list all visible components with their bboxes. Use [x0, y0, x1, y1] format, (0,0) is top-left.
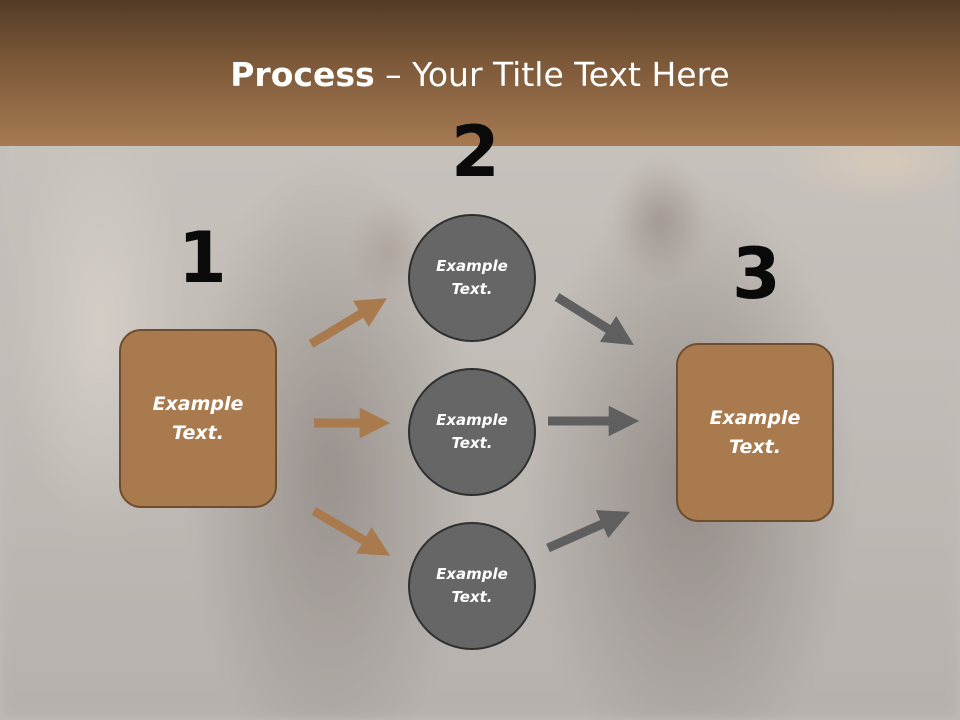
circle-label-1: Example Text.: [436, 257, 508, 298]
arrow-circle-1-to-end: [554, 293, 634, 346]
end-box: Example Text.: [676, 343, 834, 522]
step-number-2: 2: [451, 111, 500, 193]
circle-label-3: Example Text.: [436, 565, 508, 606]
title-bold: Process: [230, 55, 375, 94]
slide-title: Process – Your Title Text Here: [0, 54, 960, 96]
end-box-label: Example Text.: [709, 406, 801, 458]
circle-step-3: Example Text.: [408, 522, 536, 650]
circle-step-2: Example Text.: [408, 368, 536, 496]
circle-label-2: Example Text.: [436, 411, 508, 452]
title-bar: Process – Your Title Text Here: [0, 0, 960, 146]
circle-step-1: Example Text.: [408, 214, 536, 342]
arrow-start-to-circle-3: [311, 507, 391, 556]
title-rest: – Your Title Text Here: [374, 55, 730, 94]
step-number-3: 3: [732, 233, 781, 315]
arrow-start-to-circle-1: [308, 298, 388, 348]
arrow-circle-3-to-end: [546, 510, 630, 553]
start-box-label: Example Text.: [152, 392, 244, 444]
start-box: Example Text.: [119, 329, 277, 508]
step-number-1: 1: [178, 217, 227, 299]
